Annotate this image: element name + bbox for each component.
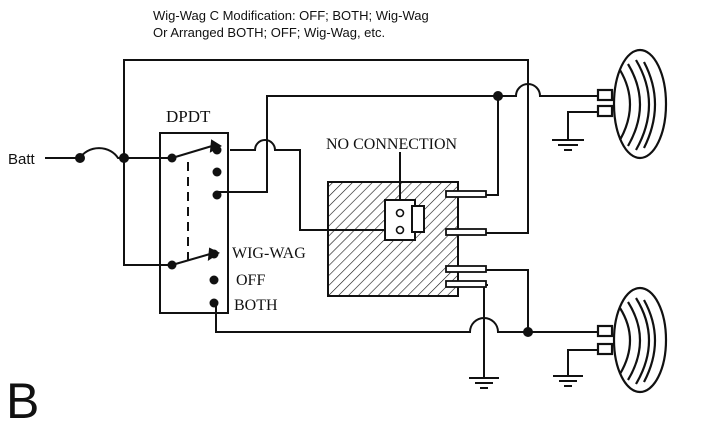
dpdt-switch-body (159, 132, 229, 314)
battery-wire (45, 147, 172, 159)
switch-contacts (167, 145, 222, 308)
contact-wire (218, 95, 499, 196)
lower-headlight (596, 286, 668, 394)
off-label: OFF (236, 272, 265, 289)
upper-headlight (596, 48, 668, 160)
upper-lamp-ground-wire (567, 111, 598, 140)
caption-line-1: Wig-Wag C Modification: OFF; BOTH; Wig-W… (153, 8, 429, 23)
lower-common-wire (123, 158, 172, 266)
battery-label: Batt (8, 151, 36, 168)
wires (45, 59, 598, 378)
figure-letter: B (6, 373, 39, 429)
ground-symbol-lower (553, 375, 583, 387)
top-bus-wire (123, 59, 529, 234)
relay-pin-1 (395, 208, 405, 218)
relay-terminals (445, 190, 487, 288)
switch-blades (171, 139, 222, 266)
caption-line-2: Or Arranged BOTH; OFF; Wig-Wag, etc. (153, 25, 385, 40)
ground-symbol-relay (469, 377, 499, 389)
lower-lamp-ground-wire (567, 349, 598, 376)
wig-wag-label: WIG-WAG (232, 245, 306, 262)
relay-pin-2 (395, 225, 405, 235)
ground-symbol-upper (552, 139, 584, 151)
no-connection-label: NO CONNECTION (326, 136, 458, 153)
upper-lamp-feed (498, 83, 598, 97)
both-label: BOTH (234, 297, 278, 314)
both-wire (215, 303, 598, 333)
junctions (75, 91, 533, 337)
dpdt-label: DPDT (166, 107, 211, 126)
relay-socket-tab (411, 205, 425, 233)
